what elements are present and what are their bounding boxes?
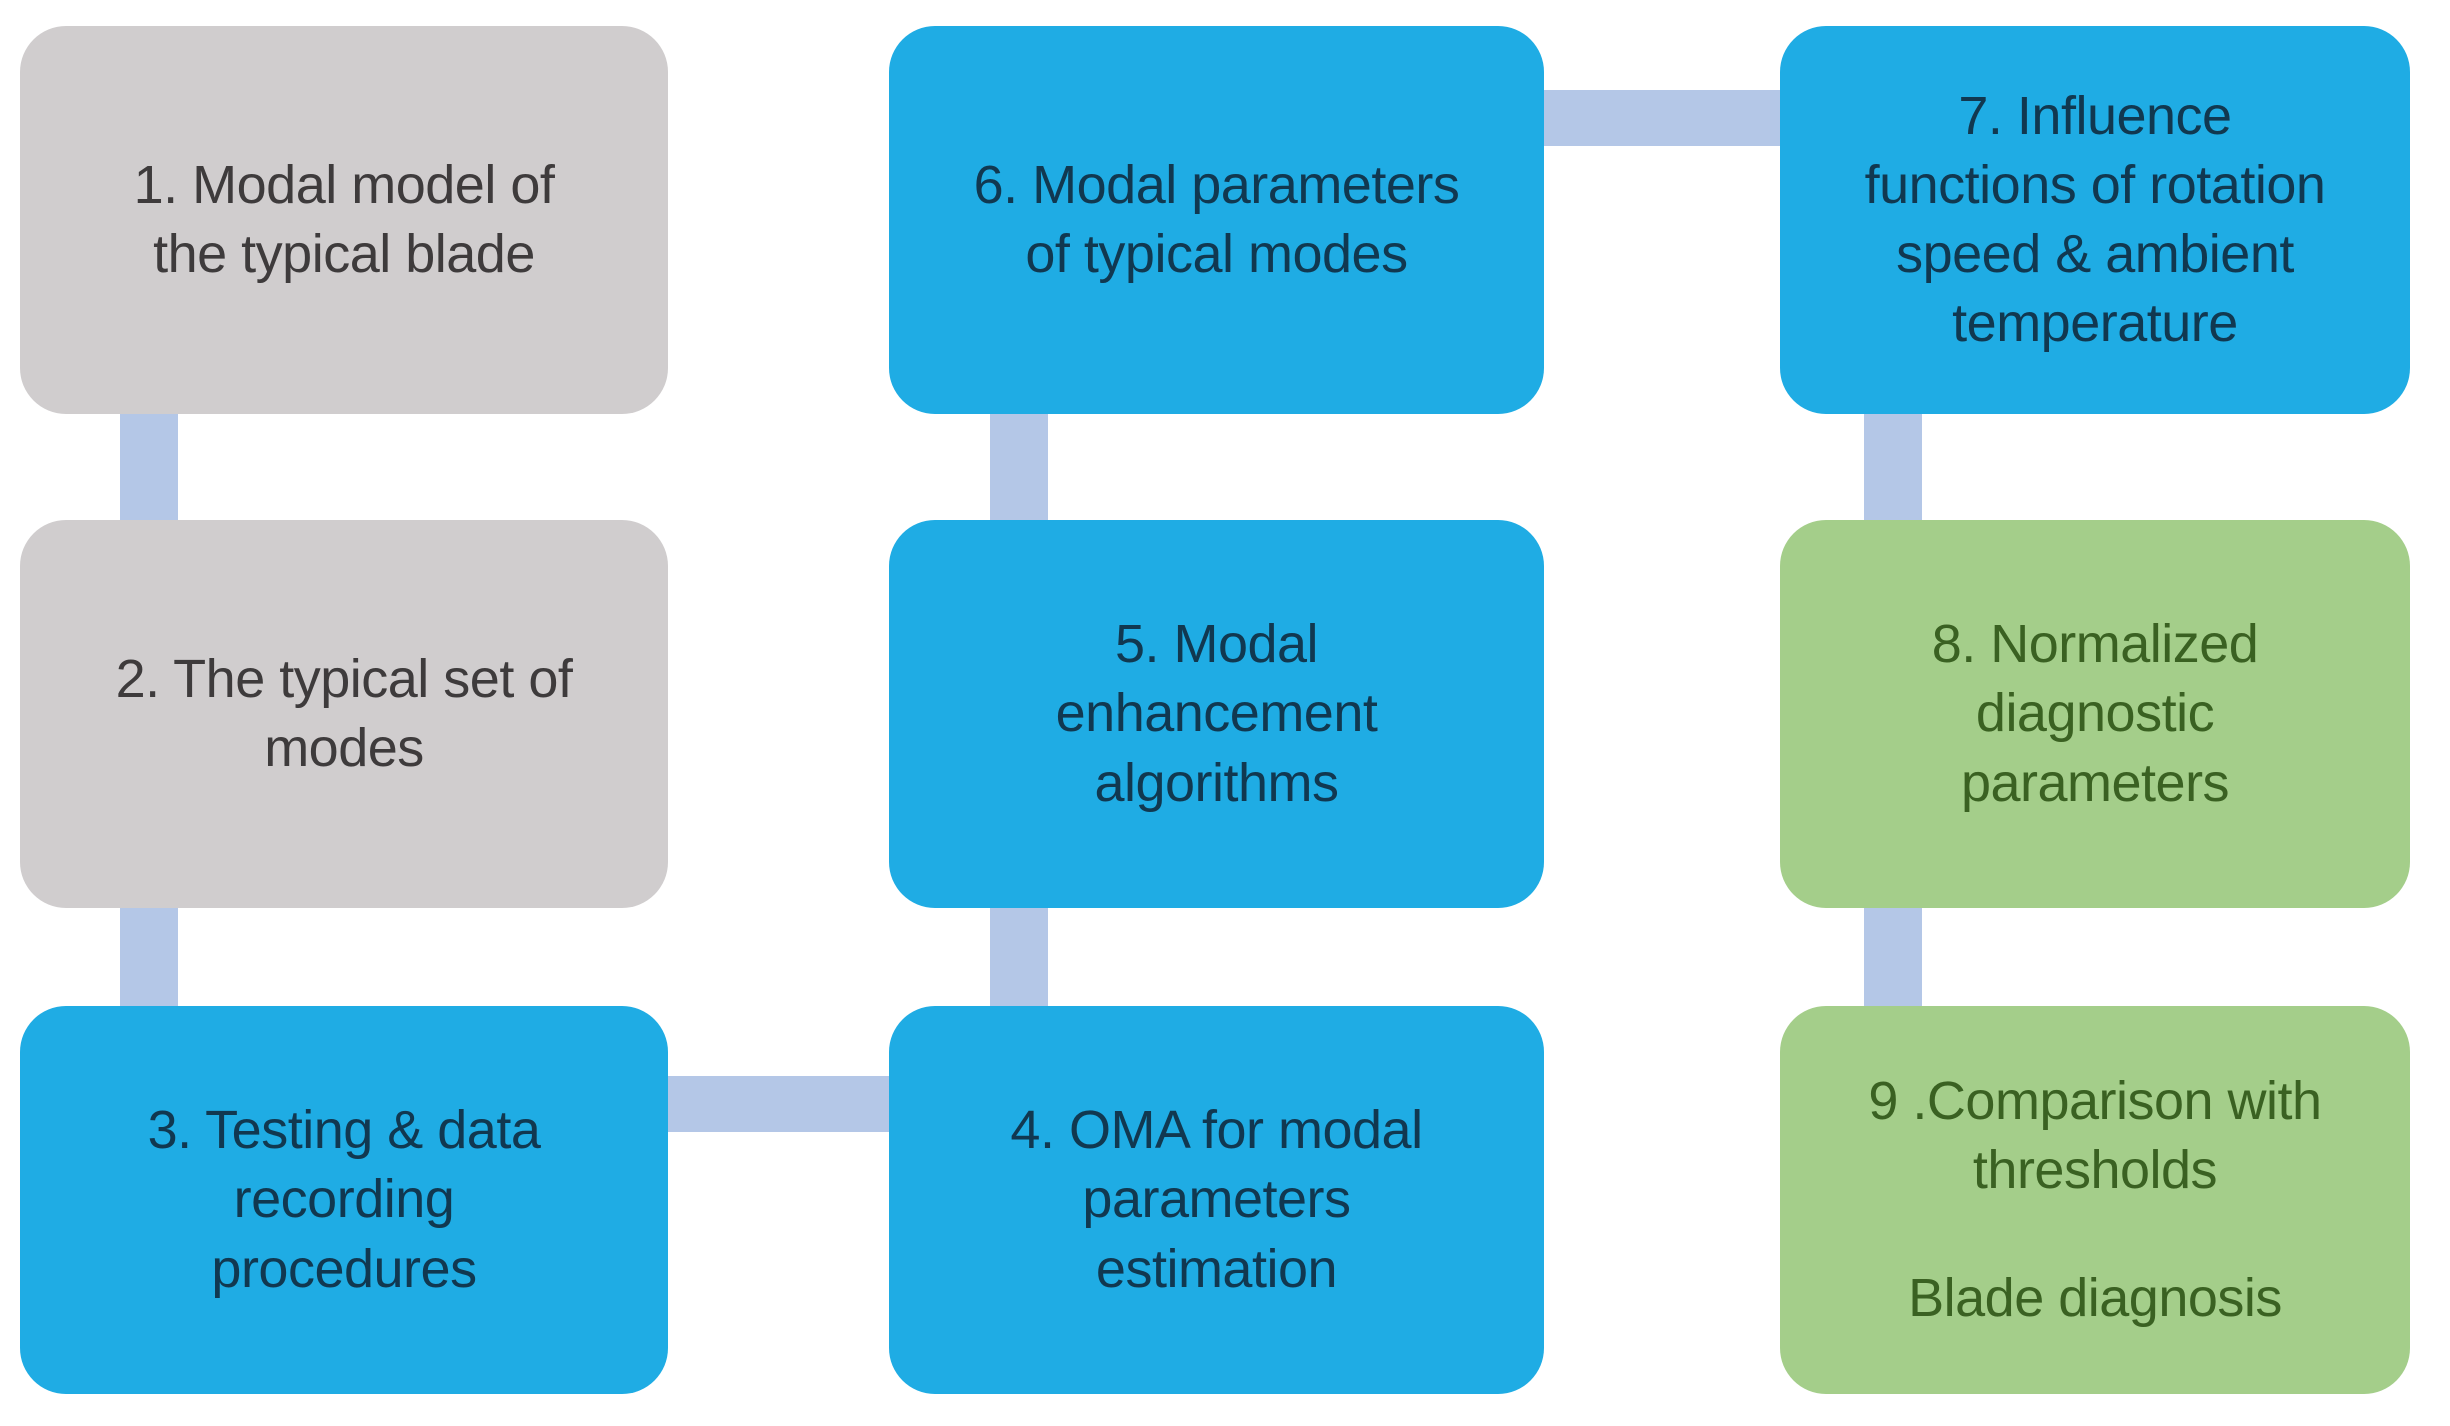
flow-box-1-label: 1. Modal model of the typical blade bbox=[133, 154, 555, 284]
flow-box-7-influence-functions: 7. Influence functions of rotation speed… bbox=[1780, 26, 2410, 414]
flow-box-2-label: 2. The typical set of modes bbox=[115, 648, 573, 778]
connector-5-6 bbox=[990, 408, 1048, 526]
flow-box-5-modal-enhancement: 5. Modal enhancement algorithms bbox=[889, 520, 1544, 908]
flow-box-4-oma-estimation: 4. OMA for modal parameters estimation bbox=[889, 1006, 1544, 1394]
connector-4-5 bbox=[990, 902, 1048, 1012]
flow-box-4-label: 4. OMA for modal parameters estimation bbox=[1010, 1100, 1423, 1299]
connector-1-2 bbox=[120, 408, 178, 526]
flow-box-6-modal-parameters: 6. Modal parameters of typical modes bbox=[889, 26, 1544, 414]
flow-box-1-modal-model: 1. Modal model of the typical blade bbox=[20, 26, 668, 414]
flow-box-2-typical-set-of-modes: 2. The typical set of modes bbox=[20, 520, 668, 908]
flow-box-5-label: 5. Modal enhancement algorithms bbox=[1055, 614, 1378, 813]
flow-box-3-label: 3. Testing & data recording procedures bbox=[147, 1100, 541, 1299]
connector-8-9 bbox=[1864, 902, 1922, 1012]
flow-box-8-normalized-parameters: 8. Normalized diagnostic parameters bbox=[1780, 520, 2410, 908]
flow-box-8-label: 8. Normalized diagnostic parameters bbox=[1931, 614, 2259, 813]
connector-2-3 bbox=[120, 902, 178, 1012]
flow-box-3-testing-data-recording: 3. Testing & data recording procedures bbox=[20, 1006, 668, 1394]
flow-box-9-comparison-diagnosis: 9 .Comparison with thresholds Blade diag… bbox=[1780, 1006, 2410, 1394]
connector-6-7 bbox=[1540, 90, 1785, 146]
flow-box-9-secondary-label: Blade diagnosis bbox=[1908, 1267, 2282, 1328]
flow-box-7-label: 7. Influence functions of rotation speed… bbox=[1864, 85, 2326, 354]
flow-box-9-label: 9 .Comparison with thresholds bbox=[1868, 1071, 2322, 1201]
connector-7-8 bbox=[1864, 408, 1922, 526]
flow-box-6-label: 6. Modal parameters of typical modes bbox=[973, 154, 1460, 284]
connector-3-4 bbox=[664, 1076, 894, 1132]
